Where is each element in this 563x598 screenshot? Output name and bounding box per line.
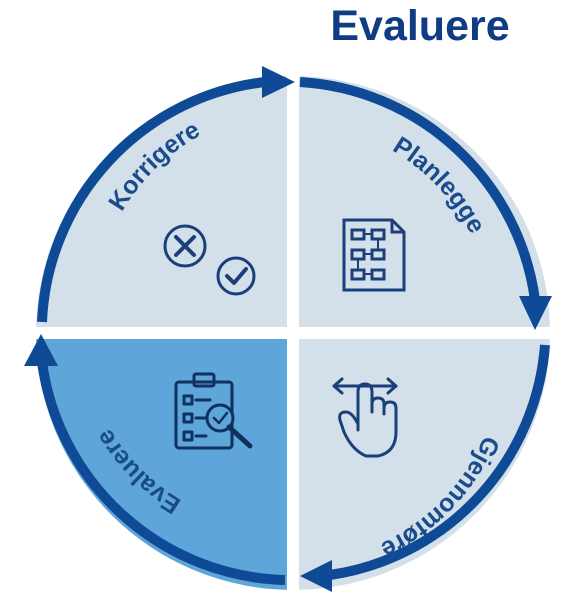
quadrant-evaluere bbox=[36, 339, 287, 590]
clipboard-magnifier-icon bbox=[174, 372, 253, 450]
diagram-title: Evaluere bbox=[330, 2, 510, 50]
arrowhead-left bbox=[24, 334, 58, 366]
cycle-arrows bbox=[37, 77, 550, 585]
arrow-left bbox=[37, 361, 286, 585]
swipe-hand-icon bbox=[332, 377, 398, 458]
quadrant-gjennomfore bbox=[299, 339, 550, 590]
arrowhead-right bbox=[519, 296, 552, 330]
arrow-right bbox=[299, 77, 540, 301]
arrow-bottom bbox=[329, 344, 550, 580]
arrowhead-top bbox=[262, 66, 295, 98]
arrowhead-bottom bbox=[300, 560, 332, 592]
flowchart-document-icon bbox=[342, 218, 406, 292]
arrow-top bbox=[37, 77, 266, 323]
quadrant-planlegge bbox=[299, 76, 550, 327]
cross-check-icon bbox=[163, 224, 256, 296]
